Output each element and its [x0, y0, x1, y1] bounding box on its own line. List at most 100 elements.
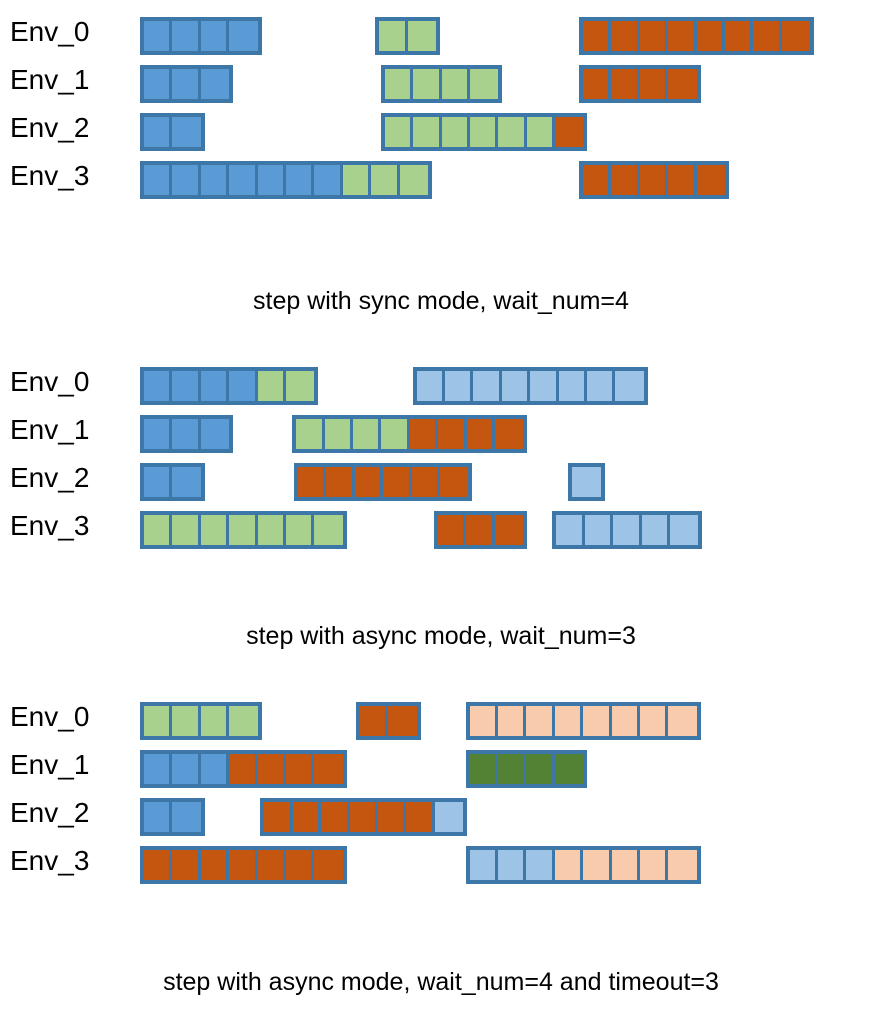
- timeline-cell-orange: [388, 706, 417, 736]
- timeline-cell-blue: [257, 165, 286, 195]
- timeline-cell-ltblue: [416, 371, 445, 401]
- timeline-cell-green: [200, 515, 230, 545]
- timeline-cell-green: [469, 117, 499, 147]
- timeline-cell-green: [324, 419, 353, 449]
- timeline-cell-orange: [466, 419, 495, 449]
- timeline-row: Env_1: [0, 741, 882, 789]
- timeline-cell-blue: [172, 754, 201, 784]
- timeline-cell-orange: [611, 69, 640, 99]
- timeline-cell-orange: [359, 706, 389, 736]
- row-label-env_2: Env_2: [10, 462, 90, 493]
- timeline-cell-green: [144, 706, 173, 736]
- timeline-cell-ltblue: [498, 850, 527, 880]
- timeline-row: Env_0: [0, 358, 882, 406]
- timeline-cell-green: [399, 165, 428, 195]
- timeline-block: [140, 846, 347, 884]
- row-label-env_1: Env_1: [10, 749, 90, 780]
- timeline-block: [375, 17, 441, 55]
- timeline-block: [140, 65, 234, 103]
- timeline-cell-orange: [582, 21, 612, 51]
- timeline-cell-ltblue: [641, 515, 670, 545]
- timeline-cell-blue: [314, 165, 343, 195]
- timeline-block: [380, 113, 588, 151]
- timeline-cell-green: [200, 706, 230, 736]
- timeline-cell-orange: [292, 802, 322, 832]
- timeline-cell-green: [441, 69, 470, 99]
- timeline-cell-orange: [297, 467, 327, 497]
- timeline-cell-orange: [326, 467, 355, 497]
- panel-async-wait3-caption: step with async mode, wait_num=3: [246, 622, 636, 650]
- timeline-cell-orange: [264, 802, 293, 832]
- timeline-cell-blue: [172, 165, 201, 195]
- timeline-cell-orange: [314, 754, 343, 784]
- timeline-row: Env_3: [0, 152, 882, 200]
- timeline-cell-ltblue: [473, 371, 502, 401]
- timeline-cell-green: [381, 419, 410, 449]
- timeline-block: [568, 463, 605, 501]
- row-label-env_0: Env_0: [10, 701, 90, 732]
- timeline-block: [465, 750, 588, 788]
- timeline-block: [355, 702, 421, 740]
- timeline-cell-orange: [383, 467, 412, 497]
- row-label-env_3: Env_3: [10, 160, 90, 191]
- timeline-cell-blue: [144, 802, 173, 832]
- timeline-cell-orange: [668, 69, 697, 99]
- timeline-cell-blue: [172, 69, 201, 99]
- timeline-cell-ltblue: [669, 515, 699, 545]
- timeline-cell-orange: [172, 850, 201, 880]
- timeline-block: [578, 17, 815, 55]
- timeline-cell-orange: [439, 467, 469, 497]
- timeline-cell-green: [413, 69, 442, 99]
- timeline-block: [140, 463, 205, 501]
- row-label-env_1: Env_1: [10, 64, 90, 95]
- timeline-cell-blue: [200, 69, 230, 99]
- timeline-block: [140, 415, 234, 453]
- timeline-cell-orange: [753, 21, 782, 51]
- timeline-cell-ltblue: [558, 371, 587, 401]
- timeline-cell-blue: [200, 21, 230, 51]
- timeline-cell-ltblue: [584, 515, 614, 545]
- timeline-cell-ltblue: [526, 850, 555, 880]
- timeline-block: [140, 798, 205, 836]
- timeline-cell-ltblue: [572, 467, 601, 497]
- timeline-cell-orange: [409, 419, 439, 449]
- timeline-row: Env_0: [0, 693, 882, 741]
- panel-async-timeout-caption: step with async mode, wait_num=4 and tim…: [163, 968, 719, 996]
- timeline-cell-green: [285, 371, 315, 401]
- timeline-cell-peach: [554, 706, 584, 736]
- timeline-cell-orange: [466, 515, 495, 545]
- timeline-cell-orange: [257, 850, 286, 880]
- row-label-env_1: Env_1: [10, 414, 90, 445]
- timeline-row: Env_3: [0, 837, 882, 885]
- timeline-cell-blue: [229, 371, 258, 401]
- timeline-cell-orange: [377, 802, 407, 832]
- timeline-cell-dkgreen: [469, 754, 499, 784]
- timeline-cell-green: [144, 515, 173, 545]
- timeline-cell-orange: [354, 467, 384, 497]
- timeline-row: Env_2: [0, 454, 882, 502]
- row-label-env_2: Env_2: [10, 112, 90, 143]
- timeline-cell-green: [229, 515, 258, 545]
- timeline-cell-orange: [696, 21, 725, 51]
- timeline-cell-orange: [321, 802, 350, 832]
- timeline-row: Env_2: [0, 104, 882, 152]
- timeline-cell-orange: [696, 165, 725, 195]
- timeline-cell-peach: [611, 706, 641, 736]
- timeline-cell-orange: [229, 850, 258, 880]
- timeline-cell-ltblue: [613, 515, 642, 545]
- timeline-cell-ltblue: [469, 850, 499, 880]
- timeline-cell-green: [296, 419, 325, 449]
- timeline-cell-green: [498, 117, 527, 147]
- timeline-block: [293, 463, 473, 501]
- timeline-cell-blue: [229, 165, 258, 195]
- timeline-block: [552, 511, 703, 549]
- timeline-cell-orange: [555, 117, 584, 147]
- timeline-cell-orange: [144, 850, 173, 880]
- timeline-cell-orange: [438, 419, 467, 449]
- timeline-cell-blue: [229, 21, 258, 51]
- timeline-cell-orange: [611, 165, 640, 195]
- timeline-block: [292, 415, 528, 453]
- timeline-cell-orange: [314, 850, 343, 880]
- timeline-cell-blue: [144, 117, 173, 147]
